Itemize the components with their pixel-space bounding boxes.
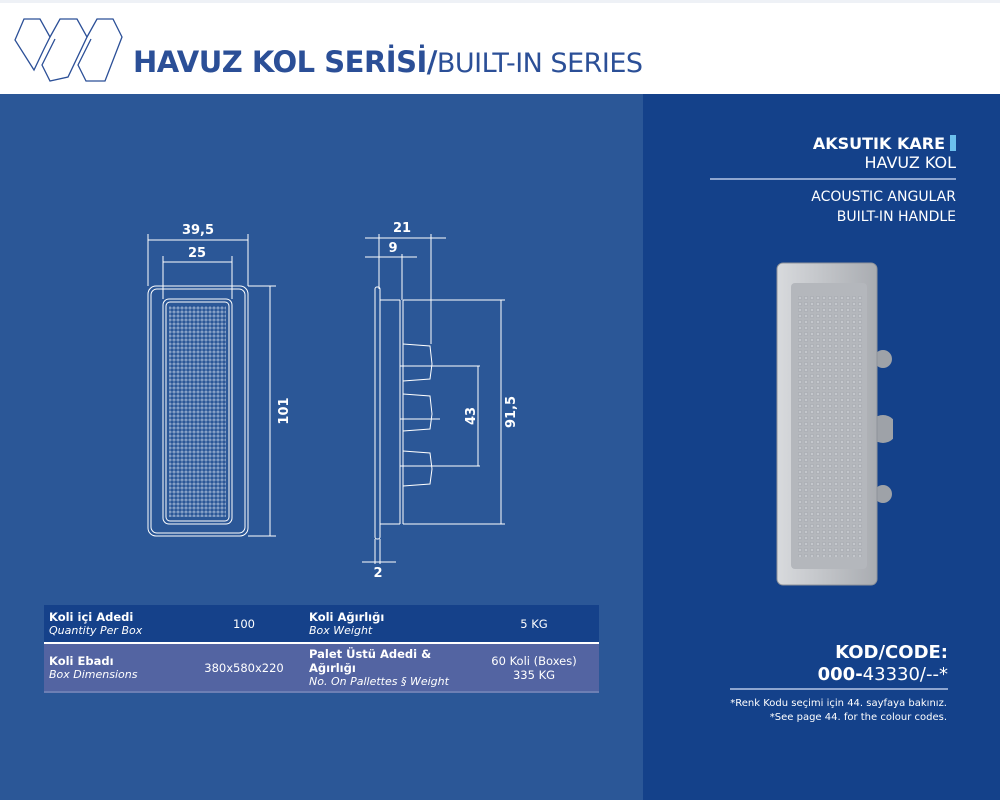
technical-drawing: 39,5 25 101 21 9 2 43 91,5 bbox=[147, 221, 519, 581]
company-logo bbox=[14, 18, 123, 82]
spec-sublabel: Quantity Per Box bbox=[49, 624, 143, 637]
spec-sublabel: No. On Pallettes § Weight bbox=[309, 675, 449, 688]
spec-sublabel: Box Dimensions bbox=[49, 668, 138, 681]
product-photo bbox=[776, 262, 893, 586]
spec-label: Palet Üstü Adedi & Ağırlığı bbox=[309, 647, 432, 675]
product-code: KOD/CODE: 000-43330/--* bbox=[817, 642, 948, 685]
product-panel: AKSUTIK KARE HAVUZ KOL ACOUSTIC ANGULAR … bbox=[643, 94, 1000, 800]
header: HAVUZ KOL SERİSİ/BUILT-IN SERIES bbox=[0, 0, 1000, 94]
technical-panel: 39,5 25 101 21 9 2 43 91,5 Koli içi Aded… bbox=[0, 94, 643, 800]
spec-label: Koli Ebadı bbox=[49, 654, 114, 668]
colour-note: *Renk Kodu seçimi için 44. sayfaya bakın… bbox=[730, 698, 947, 723]
dim-flange: 2 bbox=[373, 566, 382, 581]
page-title: HAVUZ KOL SERİSİ/BUILT-IN SERIES bbox=[133, 45, 643, 79]
accent-bar bbox=[950, 135, 956, 151]
divider bbox=[730, 688, 948, 690]
spec-value: 380x580x220 bbox=[204, 660, 284, 675]
dim-height: 101 bbox=[277, 397, 292, 424]
spec-label: Koli Ağırlığı bbox=[309, 610, 385, 624]
spec-value: 5 KG bbox=[520, 616, 548, 631]
dim-peg-spacing: 43 bbox=[464, 407, 479, 425]
spec-label: Koli içi Adedi bbox=[49, 610, 134, 624]
dim-depth-inner: 9 bbox=[388, 241, 397, 256]
dim-body-height: 91,5 bbox=[504, 396, 519, 428]
dim-outer-width: 39,5 bbox=[182, 223, 214, 238]
dim-depth: 21 bbox=[393, 221, 411, 236]
spec-sublabel: Box Weight bbox=[309, 624, 373, 637]
spec-value: 60 Koli (Boxes)335 KG bbox=[491, 653, 577, 682]
dim-inner-width: 25 bbox=[188, 246, 206, 261]
product-title: AKSUTIK KARE HAVUZ KOL bbox=[812, 134, 956, 172]
product-subtitle: ACOUSTIC ANGULAR BUILT-IN HANDLE bbox=[811, 189, 956, 225]
spec-value: 100 bbox=[233, 616, 255, 631]
divider bbox=[710, 178, 956, 180]
